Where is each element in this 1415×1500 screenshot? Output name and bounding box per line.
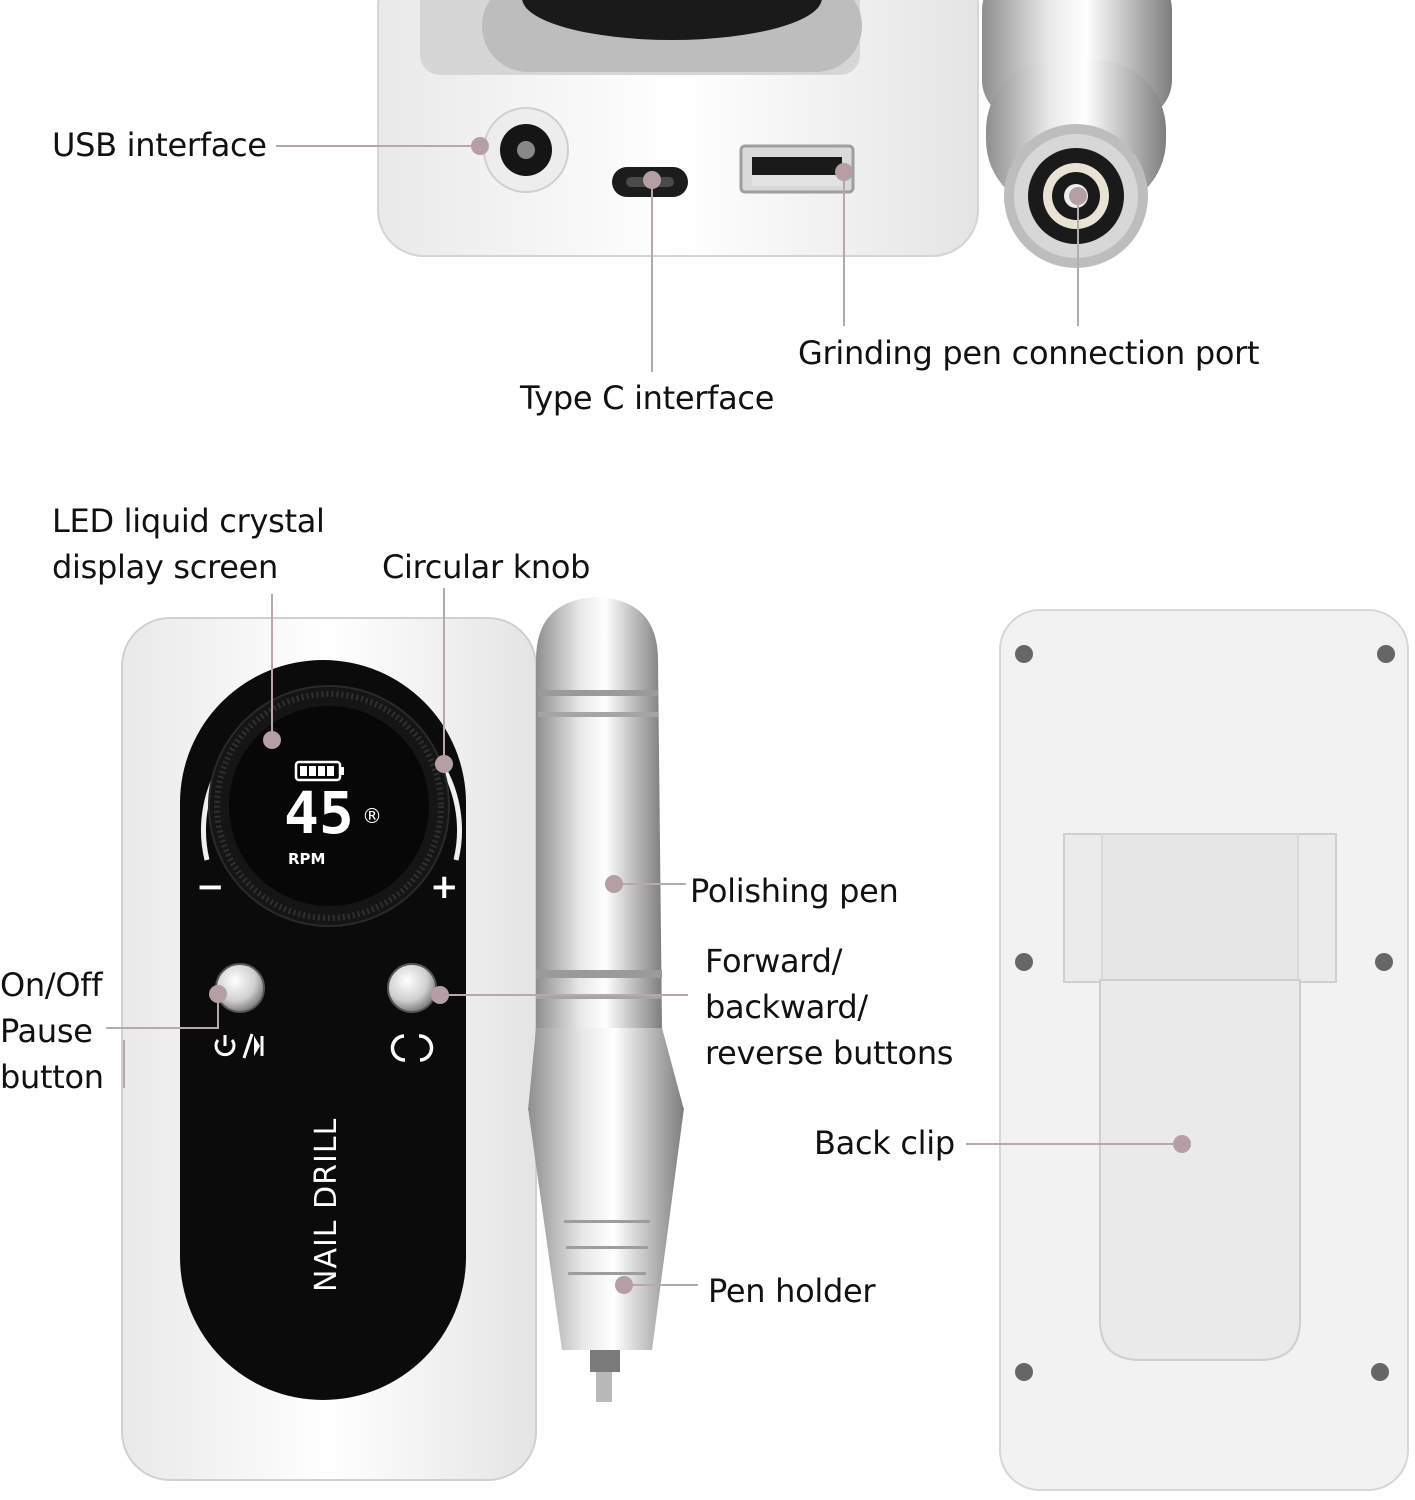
label-on-off-line-2: Pause xyxy=(0,1012,93,1050)
rpm-unit: RPM xyxy=(288,850,325,868)
label-forward-line-3: reverse buttons xyxy=(705,1034,954,1072)
back-clip xyxy=(1099,979,1301,1361)
device-back-view xyxy=(999,609,1409,1491)
rpm-value: 45 xyxy=(284,779,354,847)
nail-drill-brand: NAIL DRILL xyxy=(309,1118,344,1292)
marker-dots xyxy=(209,137,1191,1294)
rotate-icon xyxy=(390,1034,434,1062)
leader-lines xyxy=(106,145,1182,1286)
label-on-off-line-1: On/Off xyxy=(0,966,103,1004)
power-pause-icon xyxy=(214,1033,264,1059)
label-on-off-line-3: button xyxy=(0,1058,104,1096)
registered-mark: ® xyxy=(362,804,382,828)
grinding-pen-handle xyxy=(982,0,1172,268)
lcd-screen xyxy=(229,706,429,906)
label-circular-knob: Circular knob xyxy=(382,548,591,586)
label-forward-line-1: Forward/ xyxy=(705,942,843,980)
label-back-clip: Back clip xyxy=(814,1124,955,1162)
label-type-c-interface: Type C interface xyxy=(520,379,775,417)
polishing-pen xyxy=(528,597,684,1402)
label-lcd-line-1: LED liquid crystal xyxy=(52,502,325,540)
label-pen-holder: Pen holder xyxy=(708,1272,876,1310)
drill-bit xyxy=(596,1372,612,1402)
label-grinding-pen-port: Grinding pen connection port xyxy=(798,334,1260,372)
screw-icons xyxy=(1015,645,1395,1381)
plus-symbol: + xyxy=(430,867,459,907)
label-usb-interface: USB interface xyxy=(52,126,267,164)
port-panel xyxy=(377,0,979,257)
label-forward-line-2: backward/ xyxy=(705,988,868,1026)
forward-reverse-button[interactable] xyxy=(387,963,437,1013)
label-polishing-pen: Polishing pen xyxy=(690,872,899,910)
nail-drill-body: 45 RPM ® − + NAIL DRILL xyxy=(121,617,537,1481)
pen-holder xyxy=(528,1108,684,1350)
minus-symbol: − xyxy=(196,867,225,907)
battery-icon xyxy=(294,760,344,782)
label-lcd-line-2: display screen xyxy=(52,548,278,586)
